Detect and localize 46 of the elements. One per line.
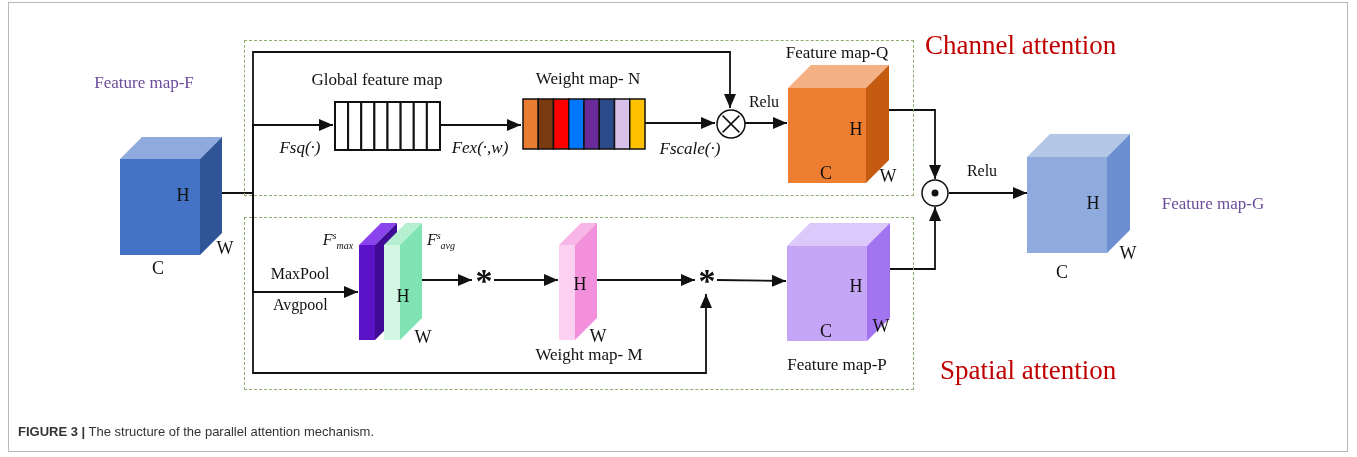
dot-operator-icon (921, 179, 949, 207)
edge-label: Relu (965, 163, 999, 179)
arrow (493, 274, 559, 286)
map-title: Weight map- M (535, 345, 643, 363)
dashed-group-box (244, 217, 914, 390)
dimension-letter: C (152, 259, 164, 277)
dashed-group-box (244, 40, 914, 196)
figure-caption: FIGURE 3 | The structure of the parallel attention mechanism. (18, 424, 374, 439)
arrow (744, 117, 788, 129)
dimension-letter: C (820, 164, 832, 182)
dimension-letter: H (1086, 194, 1100, 212)
asterisk-operator: * (473, 267, 495, 295)
dimension-letter: W (216, 239, 234, 257)
edge-label: Fsq(·) (278, 138, 322, 156)
dimension-letter: H (176, 186, 190, 204)
dimension-letter: W (879, 167, 897, 185)
dimension-letter: W (872, 317, 890, 335)
map-title: Feature map-F (94, 73, 194, 91)
section-heading: Channel attention (925, 31, 1117, 59)
edge-label: MaxPool (269, 266, 331, 282)
operation-label: Avgpool (273, 297, 328, 313)
dimension-letter: H (849, 120, 863, 138)
multiply-operator-icon (716, 109, 746, 139)
edge-label: Fex(·,w) (450, 138, 510, 156)
dimension-letter: W (1119, 244, 1137, 262)
arrow (948, 187, 1028, 199)
map-title: Weight map- N (535, 69, 641, 87)
dimension-letter: H (849, 277, 863, 295)
dimension-letter: W (589, 327, 607, 345)
map-title: Feature map-Q (785, 43, 889, 61)
dimension-letter: C (820, 322, 832, 340)
dimension-letter: C (1056, 263, 1068, 281)
arrow (596, 274, 696, 286)
edge-label: Relu (747, 94, 781, 110)
dimension-letter: W (414, 328, 432, 346)
dimension-letter: H (573, 275, 587, 293)
section-heading: Spatial attention (940, 356, 1117, 384)
asterisk-operator: * (696, 267, 718, 295)
arrow (644, 117, 716, 129)
map-title: Feature map-P (787, 355, 887, 373)
edge-label: Fscale(·) (658, 139, 722, 157)
map-title: Global feature map (311, 70, 443, 88)
arrow (716, 274, 787, 287)
dimension-letter: H (396, 287, 410, 305)
map-title: Feature map-G (1161, 194, 1265, 212)
arrow (421, 274, 473, 286)
